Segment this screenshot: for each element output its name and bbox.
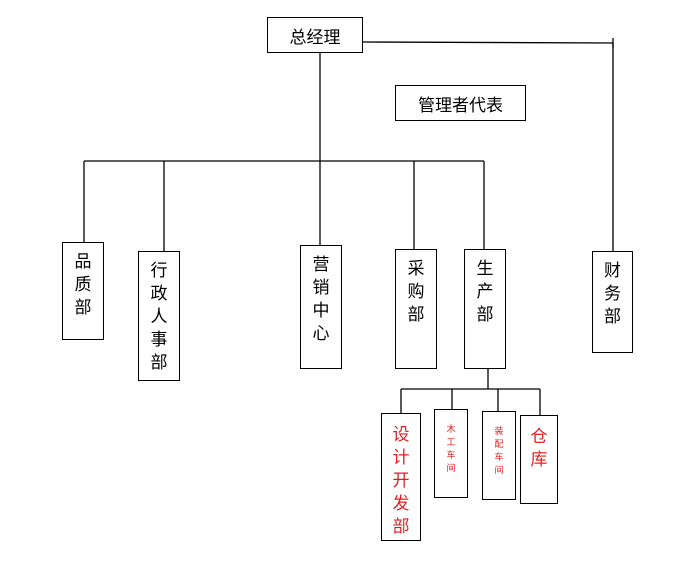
dept-finance-label: 财务部: [604, 261, 621, 327]
dept-quality-label: 品质部: [74, 252, 92, 318]
dept-purchasing-label: 采购部: [407, 259, 425, 325]
unit-assembly-workshop-label: 装配车间: [494, 427, 504, 476]
management-representative-box: 管理者代表: [395, 85, 526, 121]
unit-design-dev-label: 设计开发部: [392, 425, 410, 537]
dept-marketing-box: 营销中心: [300, 245, 342, 369]
unit-woodwork-workshop-box: 木工车间: [434, 409, 468, 498]
general-manager-label: 总经理: [289, 27, 341, 48]
unit-woodwork-workshop-label: 木工车间: [446, 425, 456, 474]
dept-admin-hr-label: 行政人事部: [150, 261, 168, 373]
general-manager-box: 总经理: [267, 17, 363, 53]
dept-admin-hr-box: 行政人事部: [138, 251, 180, 381]
dept-production-label: 生产部: [476, 259, 494, 325]
dept-marketing-label: 营销中心: [312, 255, 330, 344]
dept-finance-box: 财务部: [592, 251, 633, 353]
management-representative-label: 管理者代表: [418, 95, 503, 116]
dept-quality-box: 品质部: [62, 242, 104, 340]
unit-warehouse-label: 仓库: [530, 427, 548, 470]
dept-purchasing-box: 采购部: [395, 249, 437, 369]
unit-design-dev-box: 设计开发部: [381, 413, 421, 541]
unit-assembly-workshop-box: 装配车间: [482, 411, 516, 500]
connector-line: [361, 41, 614, 44]
unit-warehouse-box: 仓库: [520, 415, 558, 504]
dept-production-box: 生产部: [464, 249, 506, 369]
